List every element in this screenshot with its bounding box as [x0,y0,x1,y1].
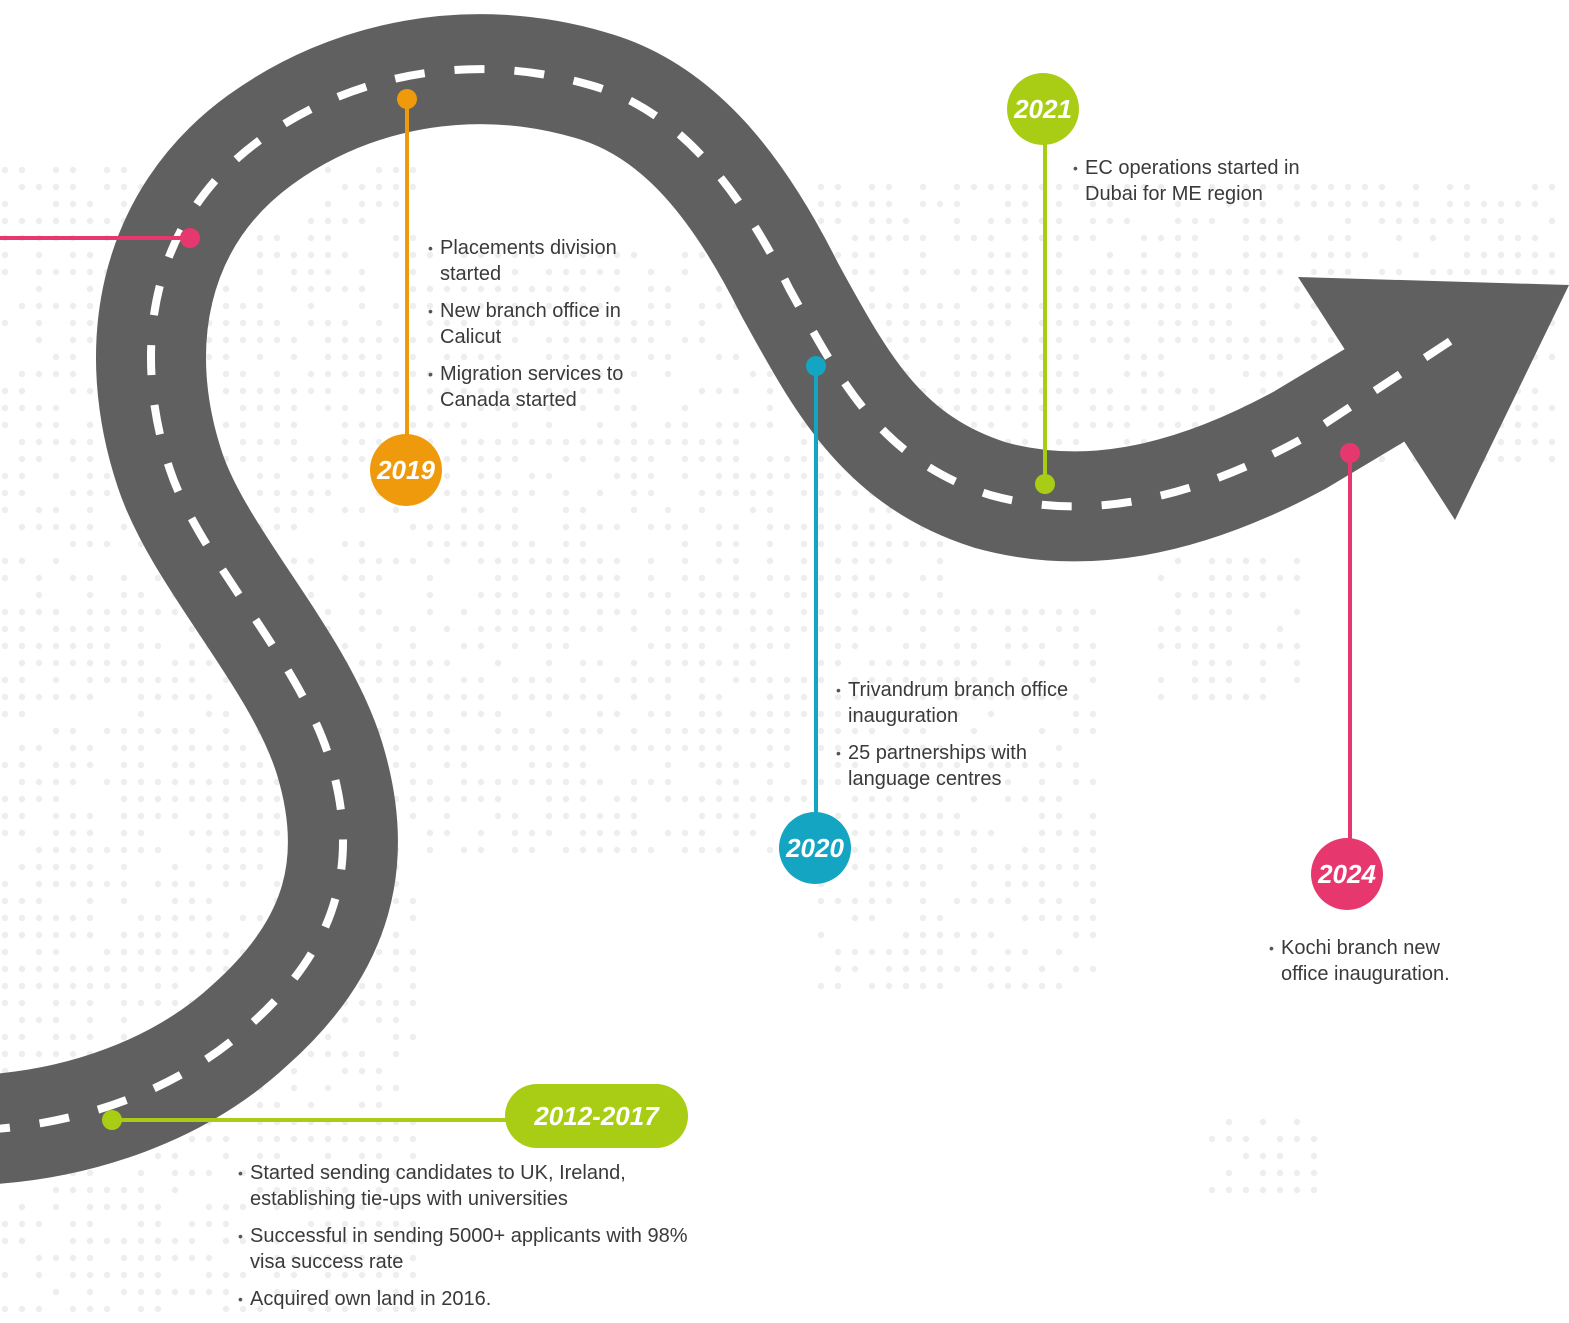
connector-dot-2019 [397,89,417,109]
milestone-notes-2021: EC operations started in Dubai for ME re… [1073,155,1333,218]
note-item: Started sending candidates to UK, Irelan… [238,1160,698,1212]
year-badge-2020: 2020 [779,812,851,884]
note-item: Placements division started [428,235,658,287]
year-badge-2019: 2019 [370,434,442,506]
connector-dot-left-edge [180,228,200,248]
milestone-notes-2012-2017: Started sending candidates to UK, Irelan… [238,1160,698,1323]
note-item: Successful in sending 5000+ applicants w… [238,1223,698,1275]
note-item: 25 partnerships with language centres [836,740,1106,792]
note-item: Trivandrum branch office inauguration [836,677,1106,729]
milestone-notes-2020: Trivandrum branch office inauguration 25 … [836,677,1106,803]
note-item: EC operations started in Dubai for ME re… [1073,155,1333,207]
connector-dot-2012 [102,1110,122,1130]
road-arrow-head [1298,277,1569,520]
note-item: New branch office in Calicut [428,298,658,350]
connector-dot-2020 [806,356,826,376]
year-badge-2024: 2024 [1311,838,1383,910]
milestone-notes-2024: Kochi branch new office inauguration. [1269,935,1484,998]
note-item: Acquired own land in 2016. [238,1286,698,1312]
connector-dot-2021 [1035,474,1055,494]
year-badge-2021: 2021 [1007,73,1079,145]
connector-dot-2024 [1340,443,1360,463]
note-item: Kochi branch new office inauguration. [1269,935,1484,987]
note-item: Migration services to Canada started [428,361,658,413]
road [0,14,1409,1184]
year-badge-2012-2017: 2012-2017 [505,1084,688,1148]
milestone-notes-2019: Placements division startedNew branch of… [428,235,658,424]
